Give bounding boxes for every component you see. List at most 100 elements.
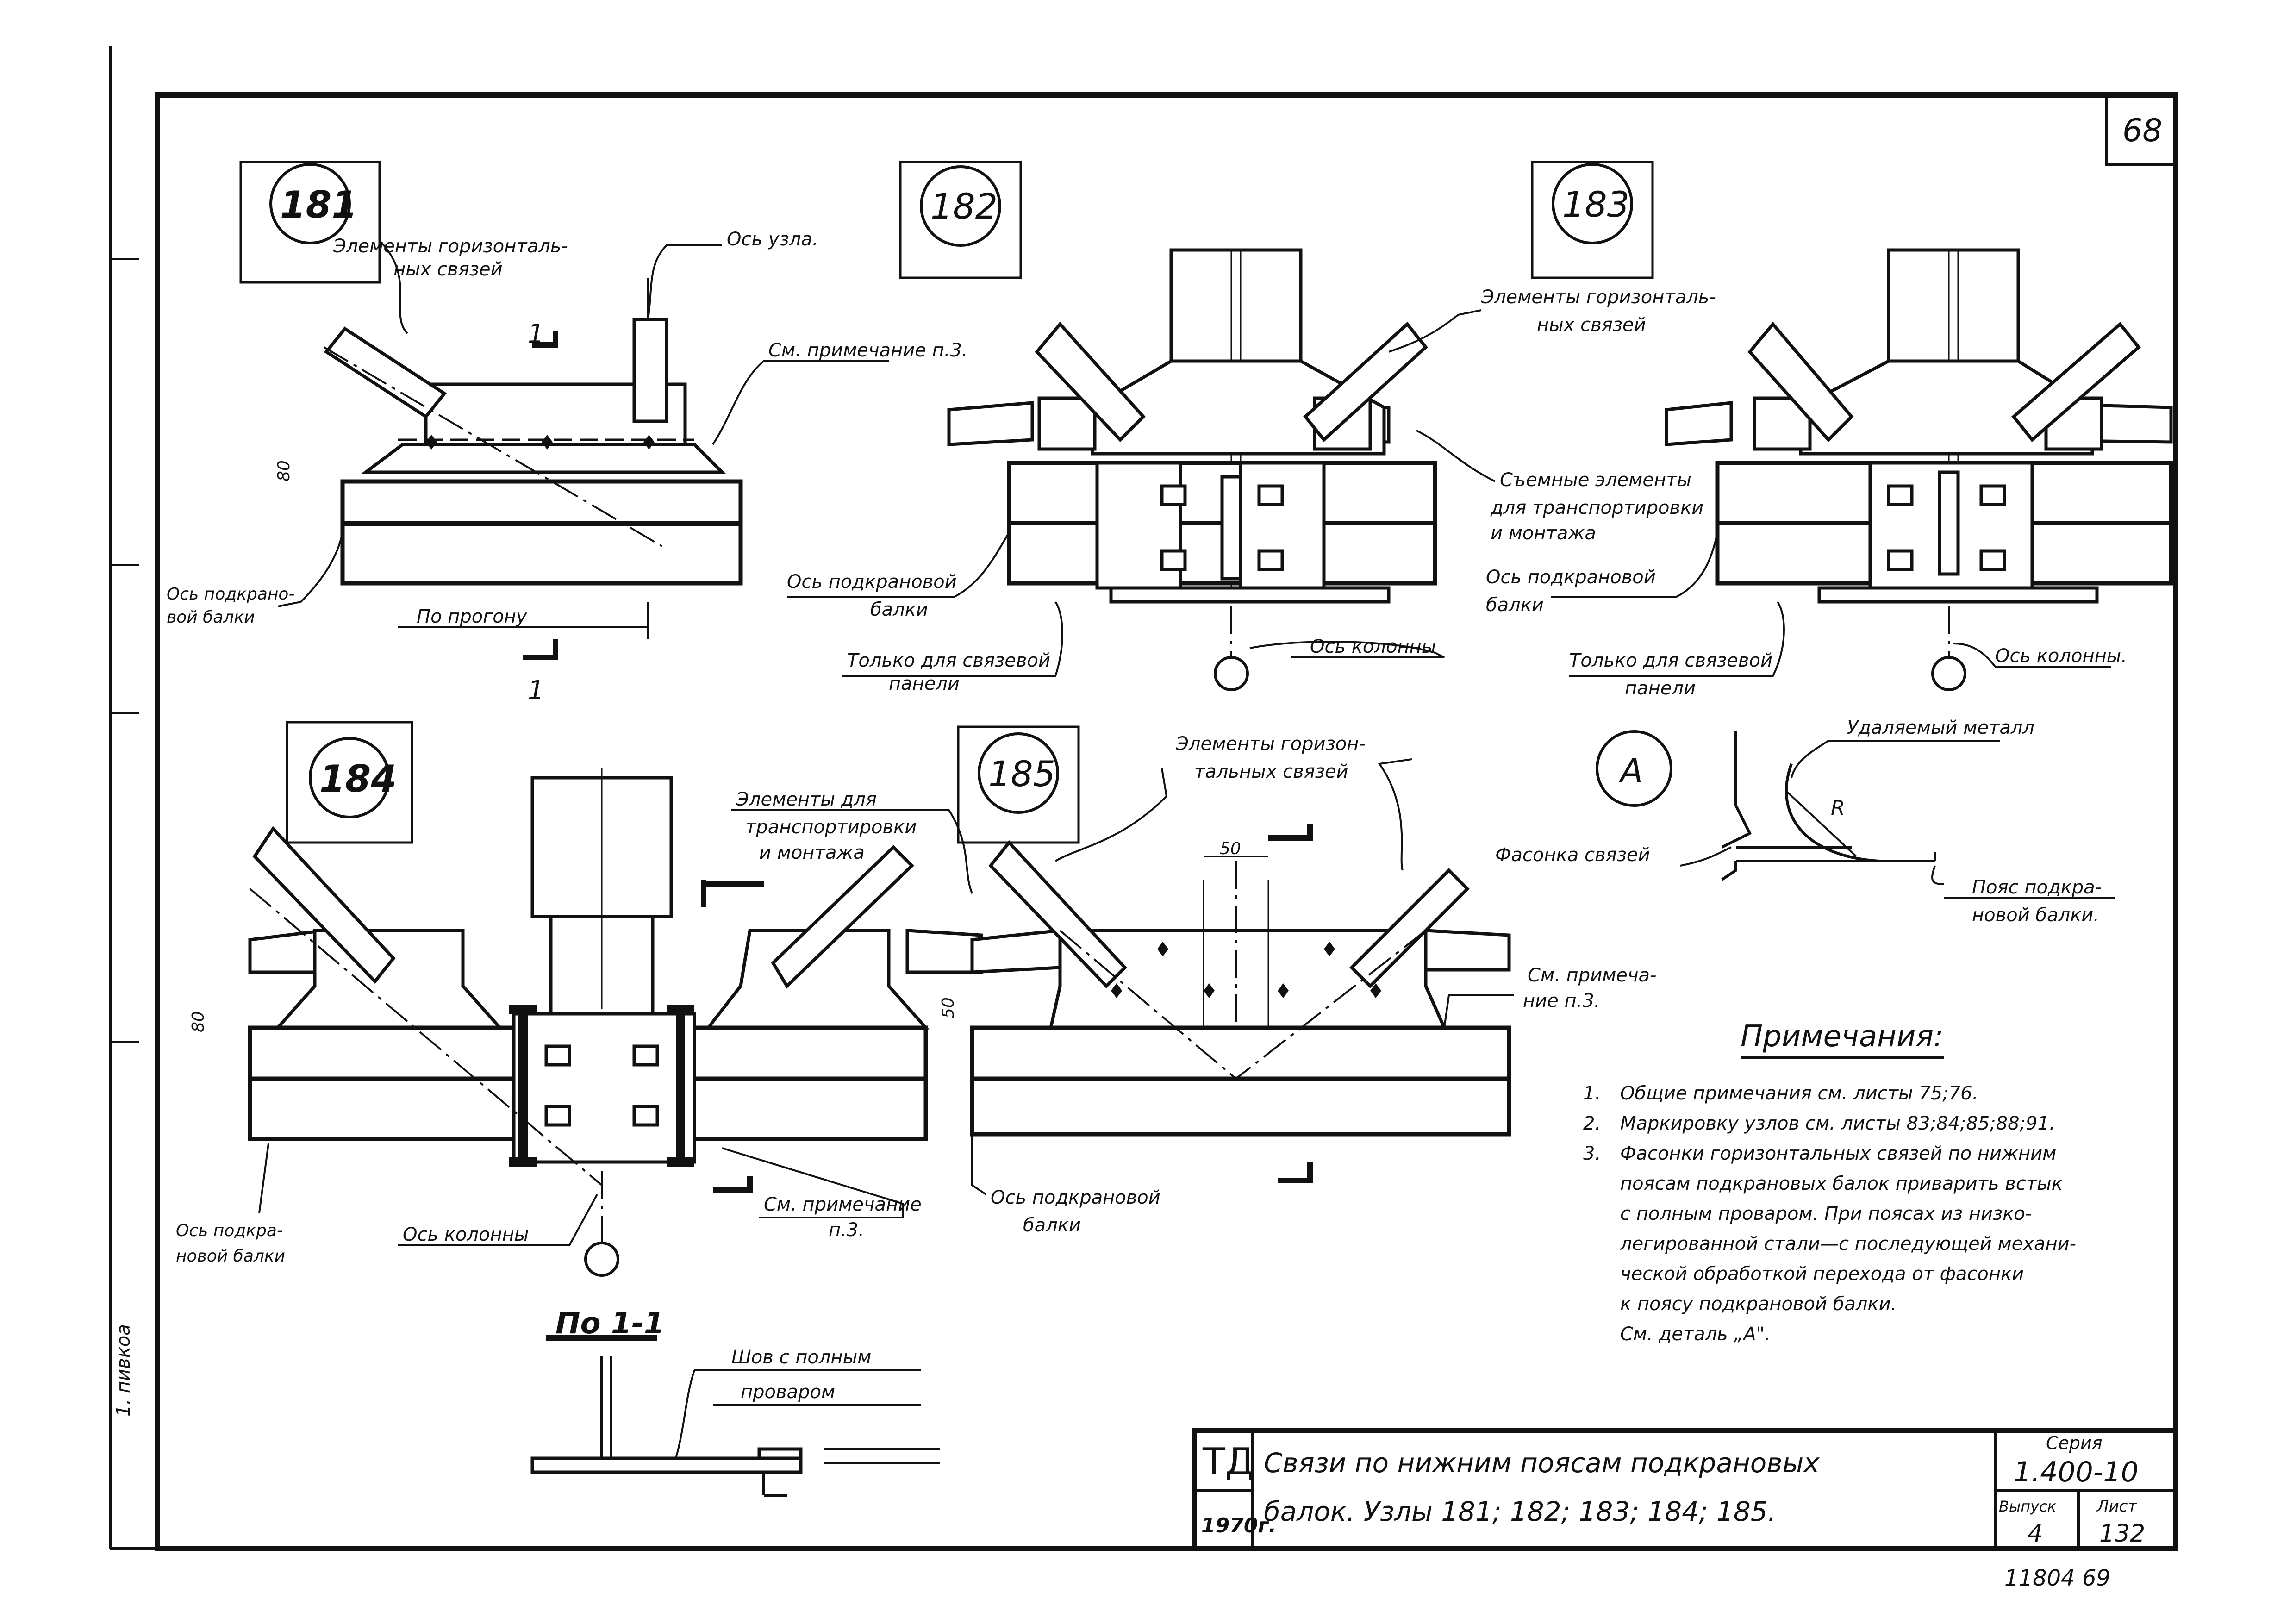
label-see-note-185b: ние п.3. [1523,990,1600,1012]
title-block-issue-value: 4 [2028,1520,2043,1548]
note-3-line-2: поясам подкрановых балок приварить встык [1620,1173,2063,1194]
label-see-note-3: См. примечание п.3. [768,340,968,361]
title-block-title-2: балок. Узлы 181; 182; 183; 184; 185. [1264,1496,1776,1527]
page-number: 68 [2122,112,2163,149]
label-radius: R [1831,796,1845,820]
label-sec-1-a: 1 [528,319,544,349]
label-transport-c: и монтажа [759,842,865,863]
label-only-bracing-182a: Только для связевой [847,650,1050,671]
title-block-year: 1970г. [1201,1514,1276,1537]
note-1-line-1: Общие примечания см. листы 75;76. [1620,1083,1978,1104]
label-full-pen-a: Шов с полным [731,1347,871,1368]
label-transport-a: Элементы для [736,789,877,810]
title-block-sheet-value: 132 [2099,1520,2145,1548]
node-183-drawing: 183 [1531,161,2173,691]
label-horiz-bracing-3b: тальных связей [1194,761,1348,782]
node-181-marker [269,163,351,244]
label-sec-1-b: 1 [528,675,544,706]
node-182-label: 182 [930,186,998,227]
node-181-drawing: 181 [239,161,889,660]
title-block-series-label: Серия [2046,1433,2103,1453]
label-see-note-184b: п.3. [829,1219,864,1241]
label-only-bracing-183b: панели [1625,678,1696,699]
label-crane-axis-184b: новой балки [176,1247,285,1266]
node-181-label: 181 [280,183,357,226]
label-crane-axis-185a: Ось подкрановой [991,1187,1160,1208]
dim-50b: 50 [939,997,958,1018]
column-axis-marker-184 [584,1242,619,1277]
label-crane-axis-182a: Ось подкрановой [787,571,957,593]
note-2-num: 2. [1583,1113,1601,1134]
label-only-bracing-183a: Только для связевой [1569,650,1772,671]
node-182-drawing: 182 [787,161,1445,691]
node-184-label: 184 [319,757,397,800]
label-full-pen-b: проваром [741,1381,835,1403]
dim-80b: 80 [189,1011,208,1032]
title-block-title-1: Связи по нижним поясам подкрановых [1264,1447,1820,1479]
label-column-axis-182: Ось колонны [1310,636,1436,657]
label-column-axis-184: Ось колонны [403,1224,529,1245]
node-184-marker [309,737,390,818]
label-crane-axis-184a: Ось подкра- [176,1221,283,1240]
bottom-numbers: 11804 69 [2004,1565,2110,1591]
title-block-sheet-label: Лист [2096,1497,2137,1516]
label-horiz-bracing-1b: ных связей [393,259,503,280]
title-block-org: ТД [1202,1440,1254,1483]
node-183-marker [1552,163,1633,244]
detail-a-drawing: А [1596,730,2115,899]
leader-horiz-bracing-2 [1388,309,1482,353]
note-3-line-4: легированной стали—с последующей механи- [1620,1233,2076,1255]
sheet-frame: 68 1. пивкоа [109,46,2178,1551]
label-crane-axis-183a: Ось подкрановой [1486,567,1656,588]
label-removable-a: Съемные элементы [1500,469,1691,491]
label-removable-c: и монтажа [1491,523,1596,544]
notes-block: Примечания: 1. Общие примечания см. лист… [1583,1019,2076,1345]
label-crane-axis-182b: балки [870,599,928,620]
label-transport-b: транспортировки [745,817,917,838]
label-removed-metal: Удаляемый металл [1847,717,2034,738]
node-185-marker [978,732,1059,814]
label-crane-axis-183b: балки [1486,594,1544,616]
label-chord-a: Пояс подкра- [1972,877,2102,898]
label-horiz-bracing-2: Элементы горизонталь- [1481,287,1716,308]
label-gusset: Фасонка связей [1495,844,1650,866]
node-185-drawing: 185 [957,725,1514,1195]
title-block-series-value: 1.400-10 [2014,1456,2139,1488]
section-title: По 1-1 [555,1306,664,1341]
title-block-issue-label: Выпуск [1999,1498,2057,1515]
note-3-line-1: Фасонки горизонтальных связей по нижним [1620,1143,2056,1164]
notes-title: Примечания: [1741,1019,1944,1054]
note-3-line-6: к поясу подкрановой балки. [1620,1293,1897,1315]
node-182-marker [920,165,1001,247]
label-crane-beam-axis-181b: вой балки [167,608,255,627]
label-horiz-bracing-3a: Элементы горизон- [1175,733,1366,755]
left-margin-note: 1. пивкоа [113,1324,134,1417]
detail-a-marker [1596,730,1672,807]
label-horiz-bracing-2b: ных связей [1537,314,1646,336]
node-185-label: 185 [988,753,1055,794]
label-chord-b: новой балки. [1972,905,2099,926]
label-removable-b: для транспортировки [1490,497,1703,518]
note-3-line-7: См. деталь „А". [1620,1324,1771,1345]
note-3-line-3: с полным проваром. При поясах из низко- [1620,1203,2032,1224]
label-column-axis-183: Ось колонны. [1995,645,2127,667]
label-see-note-185a: См. примеча- [1528,965,1656,986]
label-only-bracing-182b: панели [889,673,960,694]
label-crane-beam-axis-181a: Ось подкрано- [167,585,294,604]
dim-80a: 80 [275,460,293,481]
label-node-axis: Ось узла. [727,229,818,250]
label-horiz-bracing-1: Элементы горизонталь- [333,236,568,257]
label-along-chord: По прогону [417,606,528,627]
title-block [1192,1428,2178,1551]
leader-removable [1416,430,1496,482]
node-184-drawing: 184 [248,721,983,1277]
column-axis-marker-182 [1214,656,1249,691]
note-3-num: 3. [1583,1143,1601,1164]
detail-a-label: А [1618,751,1643,790]
section-1-1-drawing [530,1335,940,1497]
label-see-note-184a: См. примечание [764,1194,922,1215]
dim-50: 50 [1220,839,1241,858]
node-183-label: 183 [1562,184,1629,225]
note-3-line-5: ческой обработкой перехода от фасонки [1620,1263,2024,1285]
